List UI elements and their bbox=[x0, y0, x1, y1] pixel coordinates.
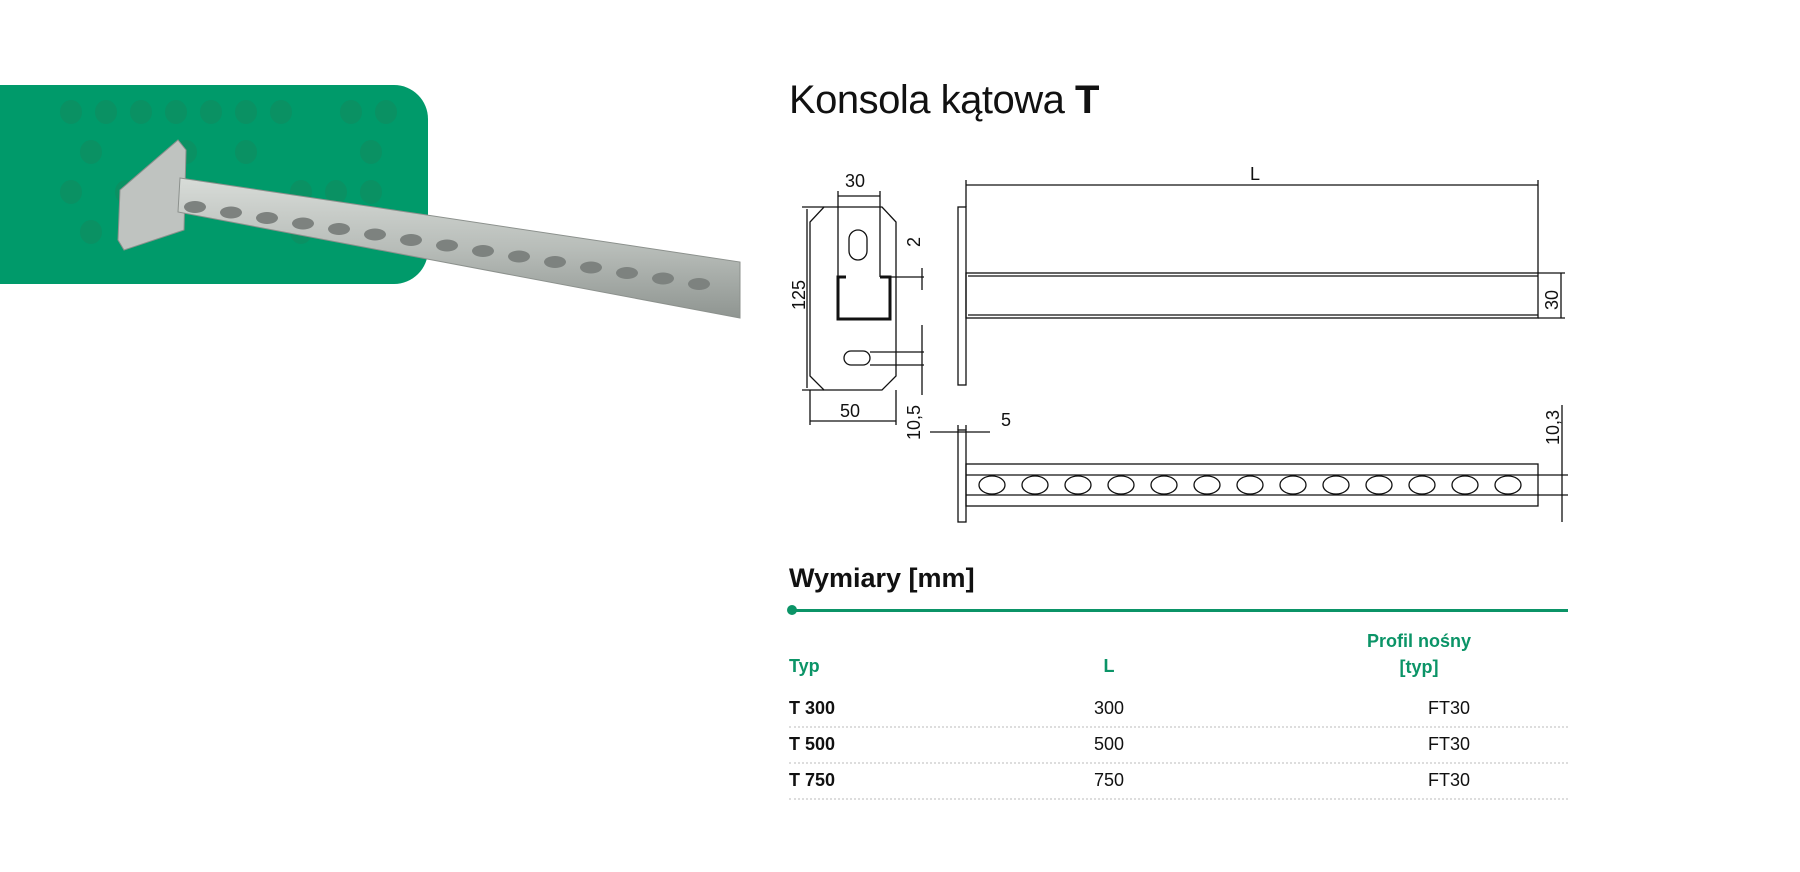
technical-drawing: 30 125 2 50 10,5 L 30 5 10,3 bbox=[789, 164, 1568, 523]
decorative-dot bbox=[60, 100, 82, 124]
product-photo bbox=[117, 139, 741, 319]
table-row: T 300 300 FT30 bbox=[789, 690, 1568, 728]
divider-line bbox=[792, 609, 1568, 612]
upper-slot bbox=[848, 229, 868, 261]
rail-slot bbox=[256, 212, 278, 224]
decorative-dot bbox=[200, 100, 222, 124]
decorative-dot bbox=[95, 100, 117, 124]
decorative-dot bbox=[80, 140, 102, 164]
profile-hole bbox=[1451, 475, 1479, 495]
rail-slot bbox=[508, 250, 530, 263]
decorative-dot bbox=[235, 100, 257, 124]
profile-hole bbox=[1494, 475, 1522, 495]
lower-slot bbox=[843, 350, 871, 366]
front-plate-outline bbox=[809, 206, 897, 391]
decorative-dot bbox=[60, 180, 82, 204]
rail-slot bbox=[292, 217, 314, 230]
rail-slot bbox=[472, 245, 494, 257]
cell-typ: T 300 bbox=[789, 698, 836, 718]
c-profile-section bbox=[836, 275, 892, 321]
rail-slot bbox=[436, 239, 458, 252]
decorative-dot bbox=[270, 100, 292, 124]
dimensions-heading: Wymiary [mm] bbox=[789, 563, 975, 593]
decorative-dot bbox=[325, 180, 347, 204]
header-profil-line2: [typ] bbox=[1399, 657, 1439, 677]
cell-l: 500 bbox=[1093, 734, 1125, 754]
side-beam bbox=[965, 272, 1539, 319]
header-typ: Typ bbox=[789, 656, 820, 676]
decorative-dot bbox=[360, 140, 382, 164]
table-row: T 750 750 FT30 bbox=[789, 762, 1568, 800]
decorative-dot bbox=[165, 100, 187, 124]
dim-gap: 2 bbox=[904, 237, 924, 247]
dim-hole-offset: 10,5 bbox=[904, 405, 924, 440]
dim-width-top: 30 bbox=[845, 171, 865, 191]
decorative-dot bbox=[340, 100, 362, 124]
bottom-beam bbox=[965, 463, 1539, 507]
cell-profil: FT30 bbox=[1427, 770, 1470, 790]
rail-slot bbox=[328, 223, 350, 235]
rail-slot bbox=[616, 267, 638, 279]
mounting-plate bbox=[117, 139, 187, 251]
profile-hole bbox=[1021, 475, 1049, 495]
decorative-dot bbox=[235, 140, 257, 164]
table-row: T 500 500 FT30 bbox=[789, 726, 1568, 764]
cell-typ: T 750 bbox=[789, 770, 836, 790]
header-profil-line1: Profil nośny bbox=[1366, 631, 1471, 651]
dim-slot-width: 10,3 bbox=[1543, 410, 1563, 445]
decorative-dot bbox=[130, 100, 152, 124]
profile-hole bbox=[1236, 475, 1264, 495]
rail-slot bbox=[184, 201, 206, 213]
dim-length: L bbox=[1250, 164, 1260, 184]
rail-slot bbox=[688, 278, 710, 290]
profile-hole bbox=[1408, 475, 1436, 495]
profile-hole bbox=[1064, 475, 1092, 495]
cell-l: 750 bbox=[1093, 770, 1125, 790]
page-title: Konsola kątowa T bbox=[789, 78, 1099, 122]
header-l: L bbox=[1103, 656, 1115, 676]
rail-slot bbox=[220, 206, 242, 219]
dim-height: 125 bbox=[789, 280, 809, 310]
rail-slot bbox=[652, 272, 674, 285]
decorative-dot bbox=[80, 220, 102, 244]
dim-plate-thickness: 5 bbox=[1001, 410, 1011, 430]
dim-width-bottom: 50 bbox=[840, 401, 860, 421]
rail-profile bbox=[177, 177, 741, 319]
profile-hole bbox=[1279, 475, 1307, 495]
profile-hole bbox=[1365, 475, 1393, 495]
cell-l: 300 bbox=[1093, 698, 1125, 718]
profile-hole bbox=[1193, 475, 1221, 495]
decorative-dot bbox=[375, 100, 397, 124]
header-profil: Profil nośny [typ] bbox=[1349, 628, 1489, 680]
bottom-plate bbox=[957, 429, 967, 523]
profile-hole bbox=[978, 475, 1006, 495]
profile-hole bbox=[1107, 475, 1135, 495]
cell-typ: T 500 bbox=[789, 734, 836, 754]
rail-slot bbox=[544, 256, 566, 268]
rail-slot bbox=[400, 234, 422, 246]
profile-hole bbox=[1322, 475, 1350, 495]
dim-profile-height: 30 bbox=[1542, 290, 1562, 310]
side-plate bbox=[957, 206, 967, 386]
cell-profil: FT30 bbox=[1427, 734, 1470, 754]
decorative-dot bbox=[360, 180, 382, 204]
rail-slot bbox=[580, 261, 602, 274]
profile-hole bbox=[1150, 475, 1178, 495]
rail-slot bbox=[364, 228, 386, 241]
cell-profil: FT30 bbox=[1427, 698, 1470, 718]
